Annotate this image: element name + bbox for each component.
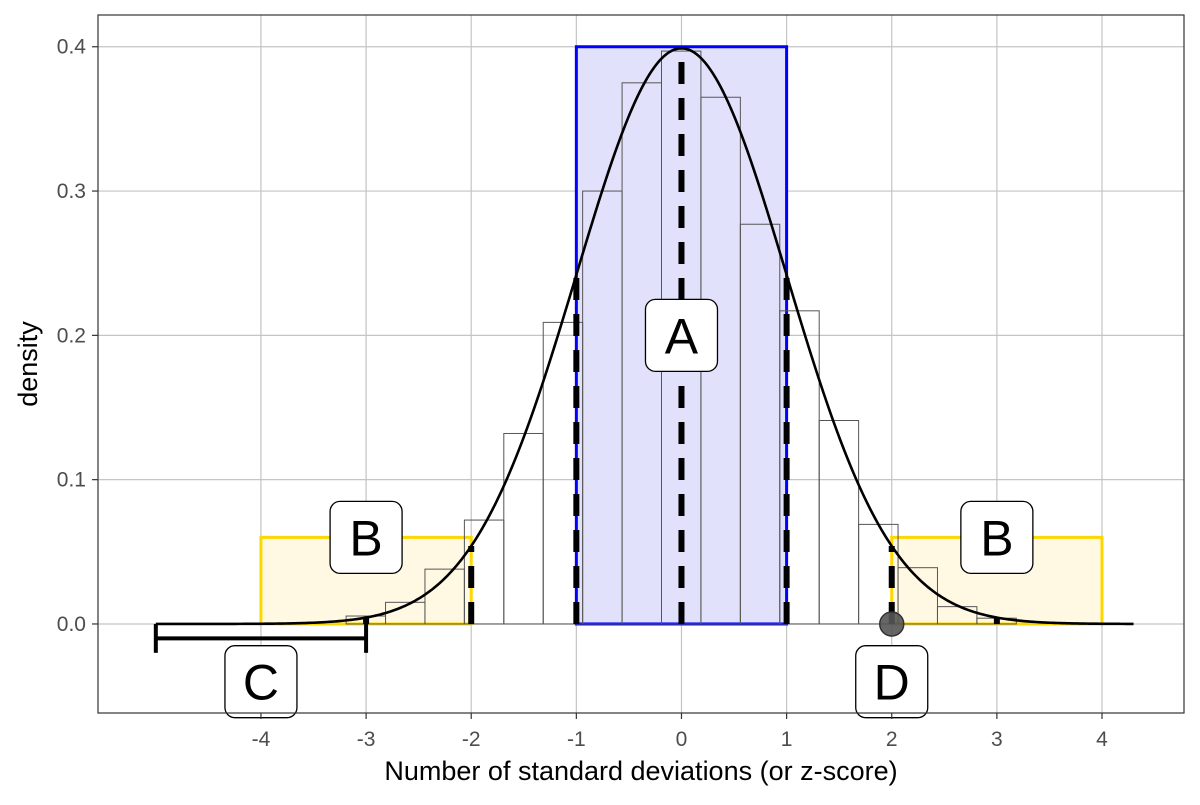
- y-tick-label: 0.4: [57, 36, 87, 59]
- x-axis-title: Number of standard deviations (or z-scor…: [384, 756, 897, 786]
- annotation-label-b: B: [980, 510, 1013, 566]
- x-tick-label: -1: [567, 728, 586, 751]
- histogram-bar: [818, 419, 860, 625]
- x-tick-label: 0: [676, 728, 688, 751]
- normal-density-curve: [155, 46, 1134, 626]
- annotation-label-box: [644, 298, 719, 373]
- x-tick-label: -3: [357, 728, 376, 751]
- x-axis-ticks: -4 -3 -2 -1 0 1 2 3 4: [252, 713, 1108, 751]
- x-tick-label: 2: [886, 728, 898, 751]
- histogram-bar: [503, 432, 544, 625]
- x-tick-label: -4: [252, 728, 271, 751]
- annotation-label-b: B: [349, 510, 382, 566]
- y-tick-label: 0.2: [57, 324, 86, 347]
- x-tick-label: 4: [1096, 728, 1108, 751]
- y-tick-label: 0.0: [57, 613, 86, 636]
- normal-curve: [155, 46, 1134, 626]
- plot-panel-border: [97, 14, 1185, 714]
- annotation-label-d: D: [874, 655, 910, 711]
- annotation-label-a: A: [665, 308, 699, 364]
- x-tick-label: -2: [462, 728, 481, 751]
- x-tick-label: 3: [991, 728, 1003, 751]
- point-d: [878, 611, 905, 637]
- y-tick-label: 0.1: [57, 469, 86, 492]
- y-tick-label: 0.3: [57, 180, 86, 203]
- annotation-label-box: [960, 500, 1034, 575]
- point-marker: [878, 611, 905, 637]
- y-axis-title: density: [13, 321, 43, 407]
- y-axis-ticks: 0.0 0.1 0.2 0.3 0.4: [57, 36, 98, 636]
- annotation-label-box: [329, 500, 403, 575]
- annotation-labels: A B B C D: [224, 298, 1034, 719]
- region-b-right: [890, 535, 1104, 626]
- error-bar-c: [153, 623, 369, 653]
- x-tick-label: 1: [781, 728, 793, 751]
- annotation-label-c: C: [243, 655, 279, 711]
